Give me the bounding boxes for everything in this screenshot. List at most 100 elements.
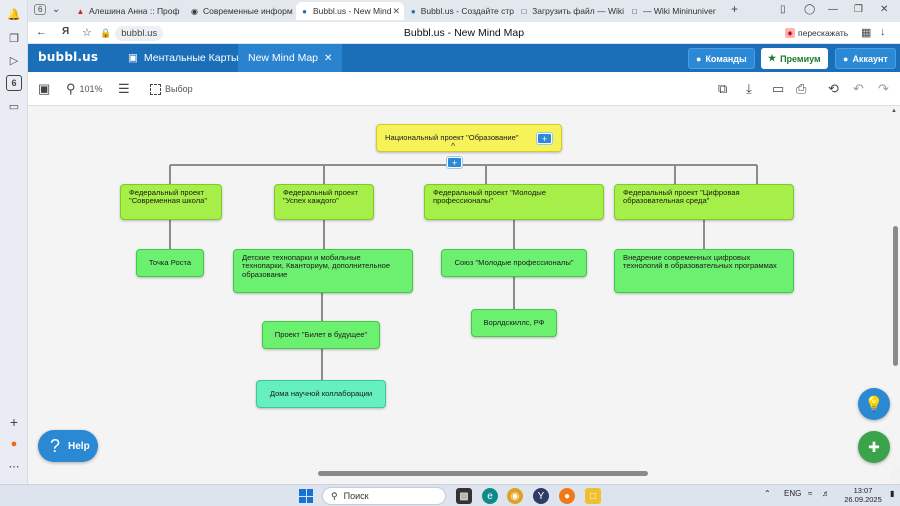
minimize-icon[interactable]: — <box>828 4 838 15</box>
help-button[interactable]: ? Help <box>38 430 98 462</box>
windows-start-icon[interactable] <box>299 489 313 503</box>
node-young-pros-union[interactable]: Союз "Молодые профессионалы" <box>441 249 587 277</box>
window-close-icon[interactable]: ✕ <box>880 4 889 15</box>
bell-icon[interactable]: 🔔 <box>7 8 21 21</box>
translate-icon: ◉ <box>785 28 795 38</box>
downloads-icon[interactable]: ▭ <box>8 100 20 113</box>
yandex-browser-icon[interactable]: Y <box>533 488 549 504</box>
print-button[interactable]: ⎙ <box>796 81 806 97</box>
tab-6[interactable]: □— Wiki Mininuniver <box>626 2 730 20</box>
menu-button[interactable]: ☰ <box>118 81 130 97</box>
task-view-icon[interactable]: ▩ <box>456 488 472 504</box>
folder-icon[interactable]: □ <box>585 488 601 504</box>
extensions-icon[interactable]: ▦ <box>861 27 872 39</box>
share-button[interactable]: ⧉ <box>718 81 727 97</box>
select-button[interactable]: Выбор <box>150 81 193 97</box>
star-icon[interactable]: ☆ <box>82 27 92 39</box>
collections-icon[interactable]: ❐ <box>9 32 19 45</box>
new-tab-button[interactable]: + <box>731 2 739 16</box>
translate-label: перескажать <box>798 28 849 38</box>
present-button[interactable]: ▭ <box>772 81 784 97</box>
tray-chevron-icon[interactable]: ⌃ <box>764 489 771 498</box>
vertical-scrollbar[interactable]: ▲ <box>890 106 900 466</box>
assistant-icon[interactable]: ● <box>10 438 18 450</box>
node-project-digital[interactable]: Федеральный проект "Цифровая образовател… <box>614 184 794 220</box>
node-project-text: Федеральный проект "Молодые профессионал… <box>433 188 546 206</box>
node-root[interactable]: Национальный проект "Образование" <box>376 124 562 152</box>
premium-button[interactable]: ★ Премиум <box>761 48 828 69</box>
tab-count-icon[interactable]: 6 <box>6 75 22 91</box>
chevron-down-icon[interactable]: ⌄ <box>52 4 61 15</box>
star-icon: ★ <box>768 53 777 63</box>
logo[interactable]: bubbl.us <box>38 50 99 64</box>
back-icon[interactable]: ← <box>36 26 47 38</box>
more-icon[interactable]: ⋯ <box>8 460 20 473</box>
horizontal-scrollbar[interactable] <box>28 466 890 484</box>
close-icon[interactable]: ✕ <box>392 5 400 16</box>
teams-label: Команды <box>705 53 747 64</box>
node-technoparks[interactable]: Детские технопарки и мобильные технопарк… <box>233 249 413 293</box>
download-icon[interactable]: ↓ <box>880 26 886 38</box>
notification-icon[interactable]: ▮ <box>890 489 895 498</box>
teams-button[interactable]: ● Команды <box>688 48 755 69</box>
node-project-text: Федеральный проект "Успех каждого" <box>283 188 358 206</box>
redo-button[interactable]: ↷ <box>878 81 889 97</box>
tab-4[interactable]: ●Bubbl.us - Создайте стр <box>406 2 514 20</box>
node-digital-tech[interactable]: Внедрение современных цифровых технологи… <box>614 249 794 293</box>
zoom-button[interactable]: ⚲ 101% <box>66 81 103 97</box>
translate-button[interactable]: ◉ перескажать <box>785 25 848 41</box>
app-icon[interactable]: ● <box>559 488 575 504</box>
horizontal-scroll-thumb[interactable] <box>318 471 648 476</box>
url-field[interactable]: 🔒 bubbl.us <box>100 25 164 41</box>
taskbar-search[interactable]: ⚲ Поиск <box>322 487 446 505</box>
history-icon: ⟲ <box>828 81 839 96</box>
node-text: Проект "Билет в будущее" <box>274 329 368 339</box>
profile-icon[interactable]: ◯ <box>804 4 816 15</box>
node-project-success[interactable]: Федеральный проект "Успех каждого" <box>274 184 374 220</box>
tab-label: Современные информ <box>203 6 293 16</box>
volume-icon[interactable]: ♬ <box>822 489 830 498</box>
nav-mind-maps[interactable]: ▣ Ментальные Карты <box>118 44 249 72</box>
scroll-up-icon[interactable]: ▲ <box>891 108 897 114</box>
yandex-icon[interactable]: Я <box>62 26 70 37</box>
play-icon[interactable]: ▷ <box>9 54 19 67</box>
tab-1[interactable]: ▲Алешина Анна :: Проф <box>72 2 184 20</box>
user-icon: ● <box>843 53 849 64</box>
add-child-button[interactable]: + <box>537 133 552 144</box>
download-button[interactable]: ⤓ <box>746 81 752 97</box>
tab-label: Алешина Анна :: Проф <box>89 6 180 16</box>
close-icon[interactable]: ✕ <box>324 52 333 64</box>
node-tochka-rosta[interactable]: Точка Роста <box>136 249 204 277</box>
vertical-scroll-thumb[interactable] <box>893 226 898 366</box>
history-button[interactable]: ⟲ <box>828 81 839 97</box>
tab-5[interactable]: □Загрузить файл — Wiki <box>516 2 624 20</box>
add-panel-icon[interactable]: + <box>9 414 19 430</box>
globe-icon: ◉ <box>191 6 198 16</box>
node-project-school[interactable]: Федеральный проект "Современная школа" <box>120 184 222 220</box>
node-worldskills[interactable]: Ворлдскиллс, РФ <box>471 309 557 337</box>
tab-count-badge[interactable]: 6 <box>34 4 47 15</box>
account-button[interactable]: ● Аккаунт <box>835 48 896 69</box>
clock[interactable]: 13:07 26.09.2025 <box>840 486 886 504</box>
date: 26.09.2025 <box>844 495 882 504</box>
add-node-button[interactable]: ✚ <box>858 431 890 463</box>
mindmap-canvas[interactable]: Национальный проект "Образование" + ^ + … <box>28 106 890 466</box>
tips-button[interactable]: 💡 <box>858 388 890 420</box>
add-sibling-button[interactable]: + <box>447 157 462 168</box>
node-ticket-future[interactable]: Проект "Билет в будущее" <box>262 321 380 349</box>
edge-icon[interactable]: e <box>482 488 498 504</box>
maximize-icon[interactable]: ❐ <box>854 4 863 15</box>
node-science-houses[interactable]: Дома научной коллаборации <box>256 380 386 408</box>
fit-screen-button[interactable]: ▣ <box>38 81 50 97</box>
current-map-tab[interactable]: New Mind Map ✕ <box>238 44 343 72</box>
undo-button[interactable]: ↶ <box>853 81 864 97</box>
collapse-caret-icon[interactable]: ^ <box>451 141 456 151</box>
language-indicator[interactable]: ENG <box>784 489 802 498</box>
wifi-icon[interactable]: ≈ <box>808 489 813 498</box>
bookmarks-icon[interactable]: ▯ <box>780 4 786 15</box>
tab-2[interactable]: ◉ Современные информ <box>186 2 294 20</box>
chrome-icon[interactable]: ◉ <box>507 488 523 504</box>
node-project-pros[interactable]: Федеральный проект "Молодые профессионал… <box>424 184 604 220</box>
tab-3[interactable]: ●Bubbl.us - New Mind✕ <box>296 2 404 20</box>
node-text: Дома научной коллаборации <box>269 388 373 398</box>
